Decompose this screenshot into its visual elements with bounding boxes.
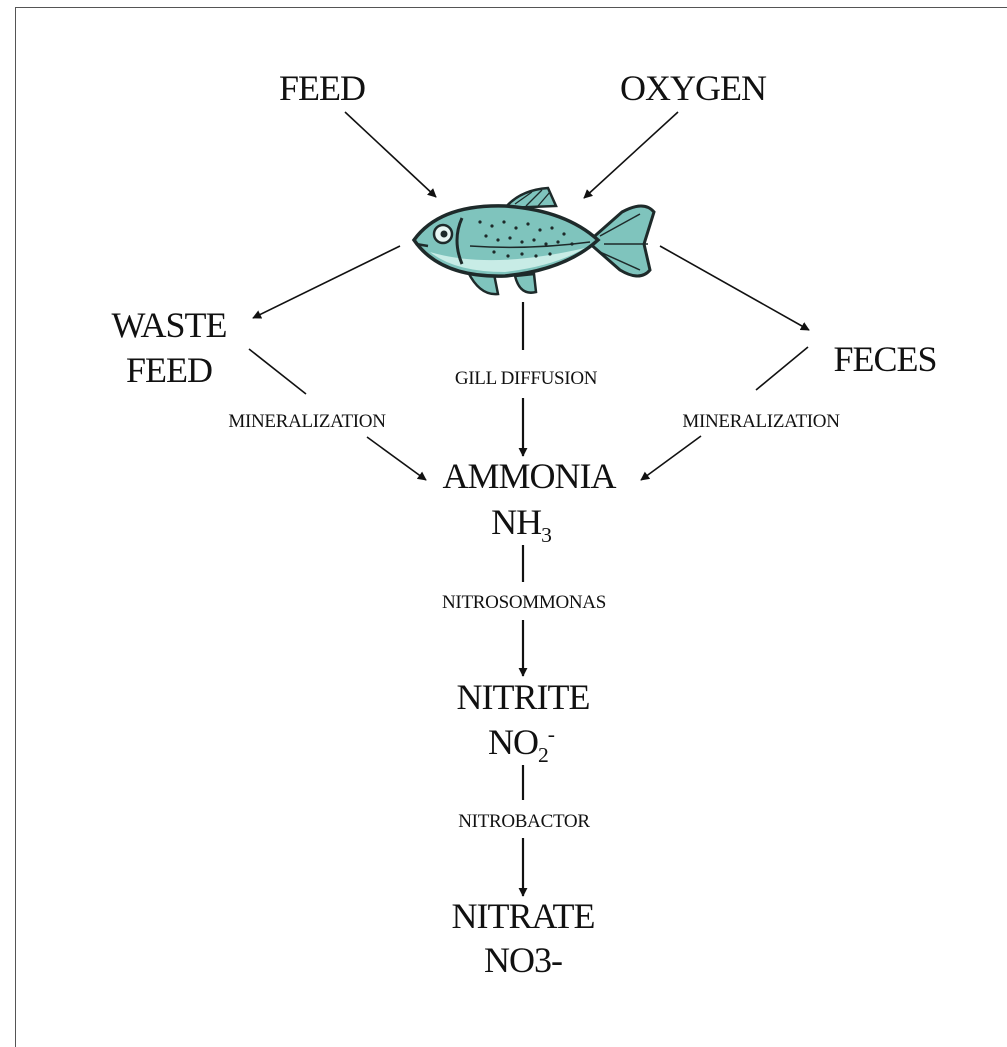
feed-arrow bbox=[345, 112, 436, 197]
oxygen-arrow bbox=[584, 112, 678, 198]
mineralization-left-line bbox=[249, 349, 306, 394]
nitrate-label: NITRATE bbox=[452, 898, 595, 934]
mineralization-right-label: MINERALIZATION bbox=[682, 412, 839, 431]
oxygen-label: OXYGEN bbox=[620, 70, 766, 106]
feces-label: FECES bbox=[833, 341, 936, 377]
ammonia-formula-subscript: 3 bbox=[541, 523, 551, 547]
gill-diffusion-label: GILL DIFFUSION bbox=[455, 369, 597, 388]
mineralization-right-line bbox=[756, 347, 808, 390]
ammonia-label: AMMONIA bbox=[443, 458, 616, 494]
mineralization-left-label: MINERALIZATION bbox=[228, 412, 385, 431]
waste-label: WASTE bbox=[112, 307, 227, 343]
fish-icon bbox=[414, 188, 654, 294]
feed-label: FEED bbox=[279, 70, 365, 106]
nitrite-formula: NO2- bbox=[488, 724, 554, 760]
nitrite-label: NITRITE bbox=[457, 679, 590, 715]
nitrosommonas-label: NITROSOMMONAS bbox=[442, 593, 606, 612]
waste-feed-label: FEED bbox=[126, 352, 212, 388]
nitrite-formula-subscript: 2 bbox=[538, 743, 548, 767]
nitrite-formula-base: NO bbox=[488, 722, 538, 762]
ammonia-formula-base: NH bbox=[491, 502, 541, 542]
mineralization-left-arrow bbox=[367, 437, 426, 480]
ammonia-formula: NH3 bbox=[491, 504, 551, 540]
waste-feed-arrow bbox=[253, 246, 400, 318]
mineralization-right-arrow bbox=[641, 436, 701, 480]
nitrate-formula: NO3- bbox=[484, 942, 562, 978]
nitrobactor-label: NITROBACTOR bbox=[458, 812, 589, 831]
nitrite-formula-charge: - bbox=[548, 722, 554, 746]
feces-arrow bbox=[660, 246, 809, 330]
